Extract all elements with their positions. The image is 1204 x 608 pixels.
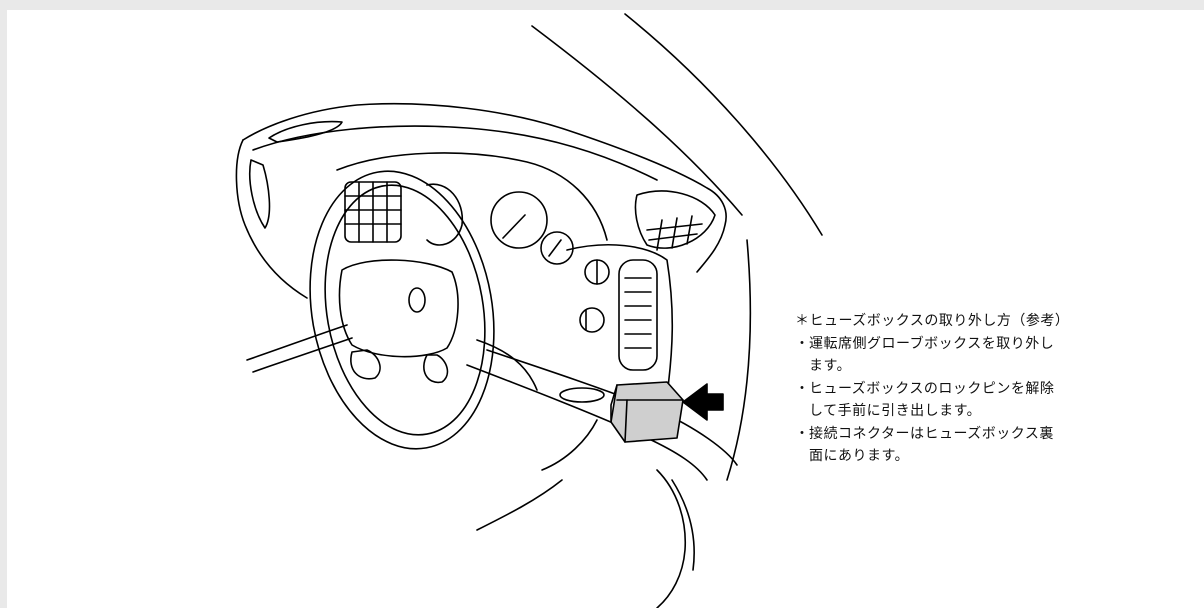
spoke-lower-right [423, 354, 449, 384]
speedometer [490, 191, 548, 249]
passenger-vent [634, 190, 716, 251]
windshield-edge-left [531, 25, 743, 216]
defrost-vent [268, 120, 343, 143]
pillar-lower [726, 239, 752, 481]
diagram-frame: ＊ヒューズボックスの取り外し方（参考） ・ 運転席側グローブボックスを取り外し … [7, 10, 1204, 608]
note-item-2-line-2: して手前に引き出します。 [809, 403, 982, 419]
left-vent-outline [248, 159, 271, 229]
kick-panel-inner [671, 479, 695, 571]
steering-wheel-inner [324, 184, 486, 436]
left-door-line [246, 324, 348, 361]
note-item-2-line-1: ヒューズボックスのロックピンを解除 [809, 380, 1055, 397]
gauge-small [540, 231, 574, 265]
bullet: ・ [795, 380, 810, 397]
kick-panel [656, 469, 687, 608]
dashboard-top-inner [252, 125, 658, 181]
cluster-left-gauge [426, 183, 464, 246]
spoke-lower-left [350, 349, 381, 380]
left-door-line-2 [252, 337, 353, 373]
dashboard-illustration [235, 13, 823, 608]
steering-wheel-outer [309, 170, 495, 450]
note-item-1-line-1: 運転席側グローブボックスを取り外し [809, 335, 1055, 352]
floor-line-mid [541, 419, 598, 471]
note-item-3: ・ 接続コネクターはヒューズボックス裏 面にあります。 [795, 423, 1175, 468]
notes-title: ＊ヒューズボックスの取り外し方（参考） [795, 313, 1070, 329]
fuse-box [610, 381, 684, 443]
gauge-small-needle [548, 239, 562, 257]
windshield-edge-right [624, 13, 823, 236]
steering-hub [338, 259, 459, 358]
driver-vent [344, 181, 402, 243]
bullet: ・ [795, 335, 810, 352]
steering-column [476, 339, 538, 391]
speedometer-needle [502, 214, 526, 239]
climate-knobs [579, 259, 610, 333]
horn-pad [408, 287, 426, 313]
note-item-3-line-2: 面にあります。 [809, 448, 910, 464]
fuse-box-removal-notes: ＊ヒューズボックスの取り外し方（参考） ・ 運転席側グローブボックスを取り外し … [795, 310, 1175, 468]
bullet: ・ [795, 425, 810, 442]
pointer-arrow-icon [682, 383, 724, 421]
knee-bolster-opening [559, 387, 605, 403]
dashboard-left-side [235, 139, 308, 299]
cluster-hood [336, 152, 608, 241]
dashboard-top [242, 102, 727, 273]
note-item-2: ・ ヒューズボックスのロックピンを解除 して手前に引き出します。 [795, 378, 1175, 423]
center-console-outline [566, 244, 674, 396]
note-item-1-line-2: ます。 [809, 358, 852, 374]
center-vent [618, 259, 658, 371]
floor-line-left [476, 479, 563, 531]
note-item-3-line-1: 接続コネクターはヒューズボックス裏 [809, 425, 1054, 442]
note-item-1: ・ 運転席側グローブボックスを取り外し ます。 [795, 333, 1175, 378]
